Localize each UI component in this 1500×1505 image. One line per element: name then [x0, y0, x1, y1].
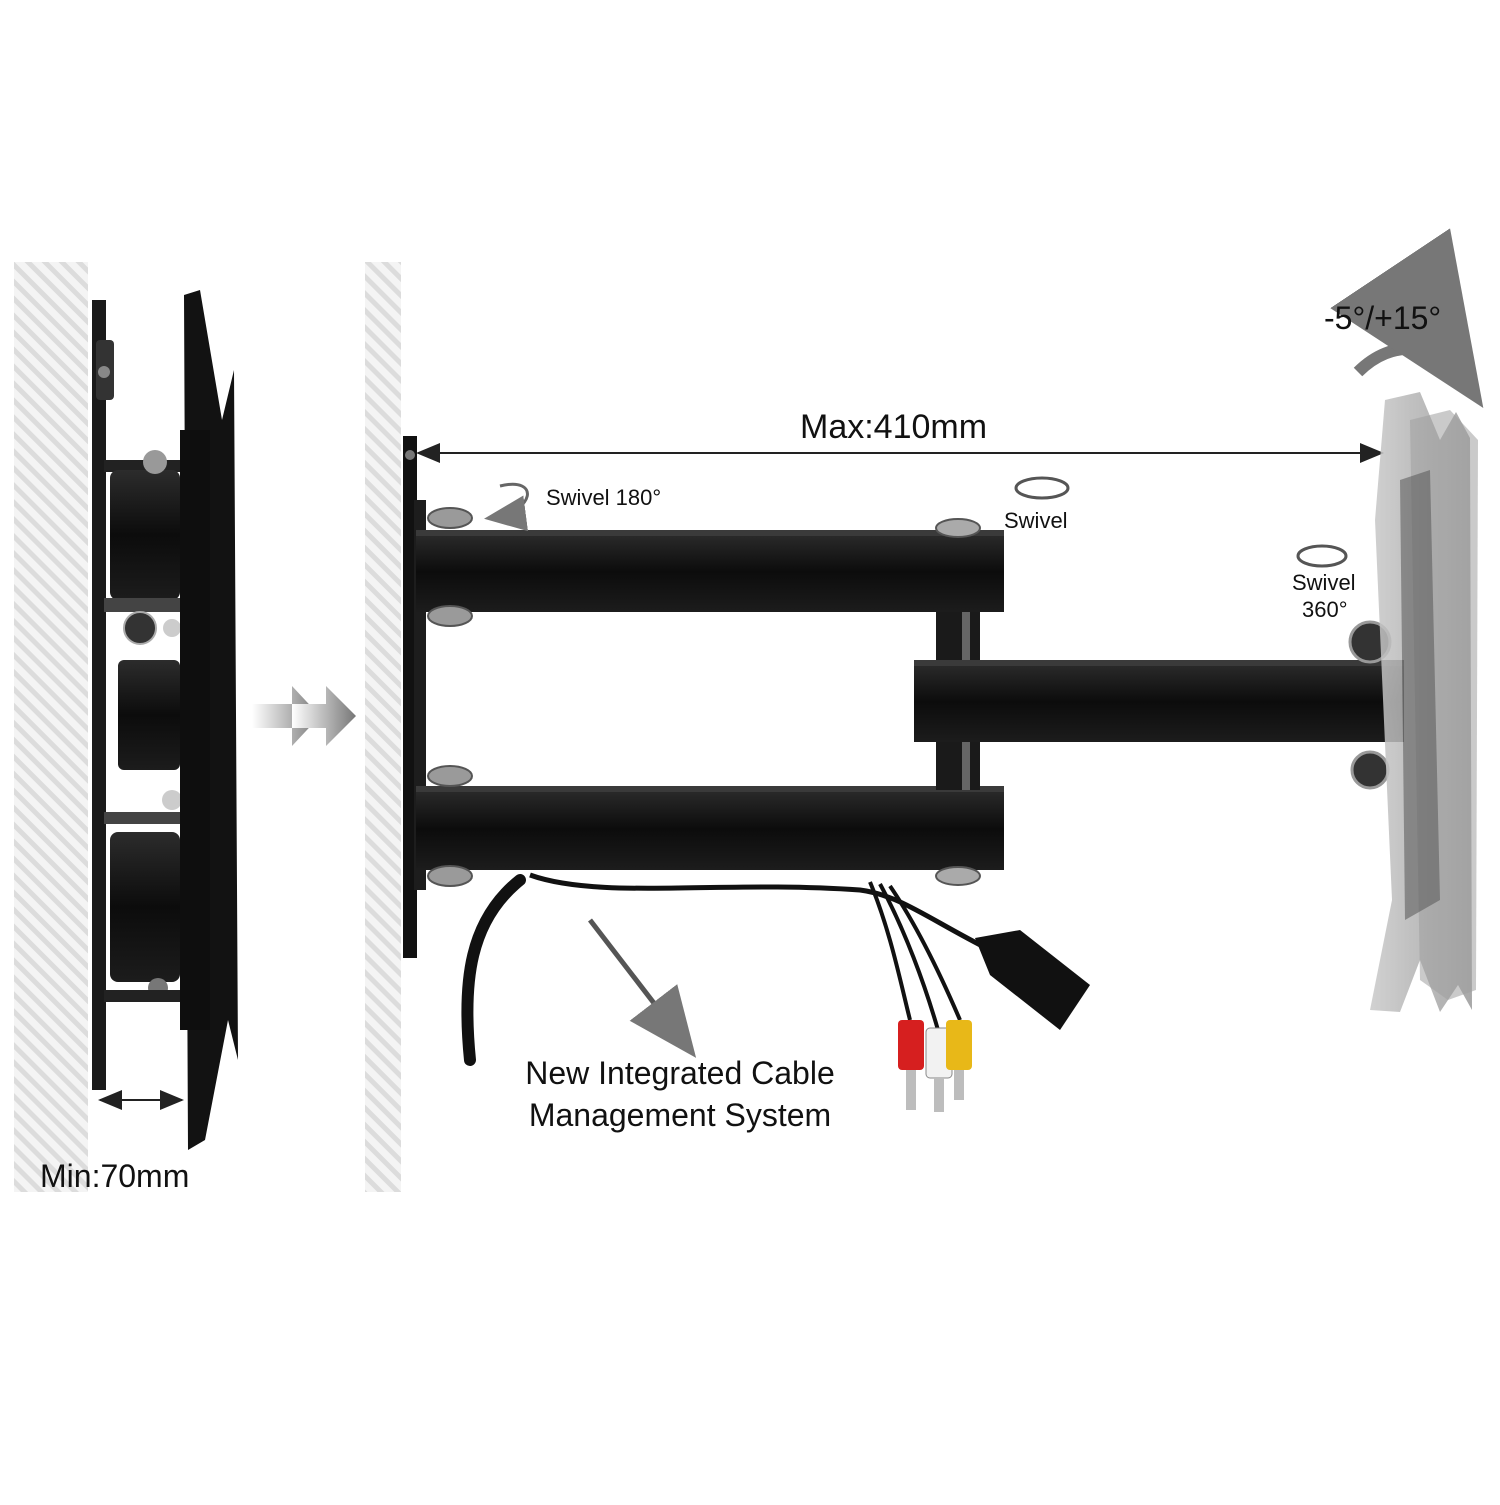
wall-right	[365, 262, 401, 1192]
swivel-360-icon	[1296, 544, 1348, 568]
tilt-label: -5°/+15°	[1324, 300, 1442, 336]
cable-pointer-arrow-icon	[588, 918, 697, 1058]
swivel-elbow-icon	[1014, 476, 1070, 500]
extended-mount	[403, 436, 1404, 958]
min-depth-label: Min:70mm	[40, 1158, 190, 1194]
double-arrow-icon	[252, 686, 356, 746]
cables	[461, 872, 1090, 1112]
cable-management-label: New Integrated Cable Management System	[490, 1052, 870, 1136]
swivel-360-label-line1: Swivel	[1292, 570, 1356, 595]
swivel-elbow-label: Swivel	[1004, 508, 1068, 533]
cable-label-line1: New Integrated Cable	[525, 1055, 835, 1091]
wall-left	[14, 262, 88, 1192]
swivel-180-arrow-icon	[484, 482, 529, 532]
swivel-180-label: Swivel 180°	[546, 485, 662, 510]
cable-label-line2: Management System	[528, 1097, 832, 1133]
folded-mount	[92, 290, 238, 1150]
tilt-arrow-icon	[1330, 228, 1484, 408]
swivel-360-label-line2: 360°	[1302, 597, 1348, 622]
tv-plate-tilt	[1370, 392, 1478, 1012]
max-depth-label: Max:410mm	[800, 408, 988, 446]
